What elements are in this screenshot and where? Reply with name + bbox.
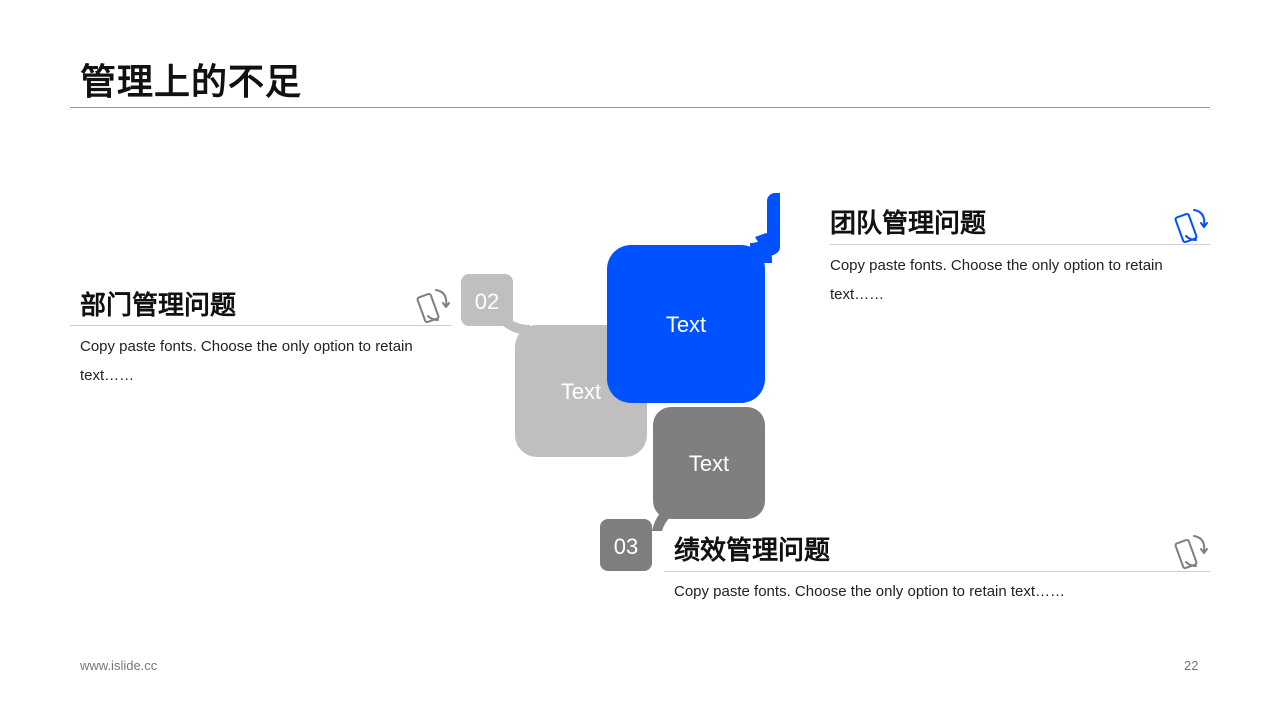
- diagram-svg: 02 Text 01 Text 03 Text: [461, 193, 780, 571]
- footer-url: www.islide.cc: [80, 658, 158, 673]
- item-02-heading: 部门管理问题: [80, 290, 237, 320]
- item-03-number: 03: [614, 534, 638, 559]
- phone-rotate-icon: [1174, 206, 1210, 246]
- item-02-description: Copy paste fonts. Choose the only option…: [80, 338, 413, 384]
- phone-rotate-icon: [1174, 532, 1210, 572]
- item-01-bridge: [750, 225, 780, 257]
- item-01-description: Copy paste fonts. Choose the only option…: [830, 257, 1163, 303]
- item-03-divider: [664, 571, 1210, 572]
- phone-rotate-icon: [416, 286, 452, 326]
- item-03-tab: [600, 519, 652, 571]
- item-02-number: 02: [475, 289, 499, 314]
- item-01-shape: 01 Text: [607, 193, 780, 403]
- page-number: 22: [1184, 658, 1199, 673]
- item-01-divider: [830, 244, 1210, 245]
- item-01-box: [607, 245, 765, 403]
- item-03-shape: 03 Text: [600, 407, 765, 571]
- item-01-heading: 团队管理问题: [830, 208, 987, 238]
- item-03-box: [653, 407, 765, 519]
- page-title: 管理上的不足: [80, 61, 303, 102]
- item-03-connector: [652, 513, 672, 531]
- item-03-description: Copy paste fonts. Choose the only option…: [674, 583, 1066, 600]
- title-divider: [70, 107, 1210, 108]
- item-02-divider: [70, 325, 452, 326]
- process-diagram: 02 Text 01 Text 03 Text: [450, 185, 780, 585]
- item-03-heading: 绩效管理问题: [674, 535, 831, 565]
- item-02-box-label: Text: [561, 379, 601, 404]
- item-02-tab: [461, 274, 513, 326]
- item-03-box-label: Text: [689, 451, 729, 476]
- item-01-box-label: Text: [666, 312, 706, 337]
